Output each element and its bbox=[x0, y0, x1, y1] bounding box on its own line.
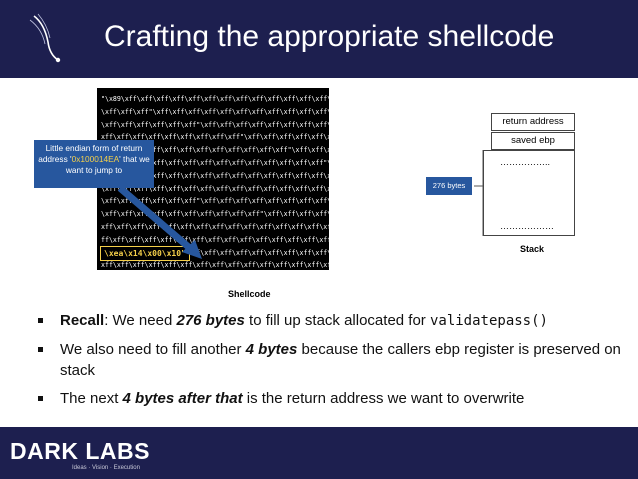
shellcode-line: \xff\xff\xff\xff\xff\xff\xff\xff\xff\xff… bbox=[101, 210, 329, 219]
bullet-ebp-text: We also need to fill another bbox=[60, 341, 246, 358]
bullet-ebp-emphasis: 4 bytes bbox=[245, 341, 298, 358]
shellcode-line: xff\xff\xff\xff\xff\xff\xff\xff\xff"\xff… bbox=[101, 133, 329, 142]
slide-title: Crafting the appropriate shellcode bbox=[104, 20, 555, 53]
stack-return-address: return address bbox=[491, 113, 575, 131]
shellcode-line: xff\xff\xff\xff\xff\xff\xff\xff\xff\xff\… bbox=[101, 222, 329, 231]
return-address-callout: Little endian form of return address '0x… bbox=[34, 140, 154, 188]
buffer-size-label: 276 bytes bbox=[426, 177, 472, 195]
return-address-highlight: \xea\x14\x00\x10" bbox=[100, 246, 190, 261]
shellcode-line: \xff\xff\xff\xff\xff\xff\xff\xff\xff\xff… bbox=[101, 184, 329, 193]
bullet-recall-lead: Recall bbox=[60, 312, 105, 329]
shellcode-line: f\xff\xff\xff\xff\xff\xff\xff\xff\xff\xf… bbox=[101, 248, 329, 257]
bullet-return-text-2: is the return address we want to overwri… bbox=[242, 390, 525, 407]
bullet-recall-code: validatepass() bbox=[429, 313, 548, 329]
bullet-return-text: The next bbox=[60, 390, 123, 407]
shellcode-line: "\x89\xff\xff\xff\xff\xff\xff\xff\xff\xf… bbox=[101, 95, 329, 103]
slide-header bbox=[0, 0, 638, 78]
bullet-list: Recall: We need 276 bytes to fill up sta… bbox=[34, 310, 624, 416]
shellcode-line: \xff\xff\xff"\xff\xff\xff\xff\xff\xff\xf… bbox=[101, 107, 329, 116]
bullet-return-emphasis: 4 bytes after that bbox=[122, 390, 243, 407]
shellcode-line: \xff\xff\xff\xff\xff\xff\xff\xff\xff\xff… bbox=[101, 171, 329, 180]
slide-footer bbox=[0, 427, 638, 479]
shellcode-line: ff\xff\xff\xff\xff\xff\xff\xff\xff\xff\x… bbox=[101, 235, 329, 244]
stack-buffer bbox=[483, 150, 575, 236]
bullet-recall: Recall: We need 276 bytes to fill up sta… bbox=[34, 310, 624, 332]
stack-caption: Stack bbox=[520, 244, 545, 254]
callout-text-before: Little endian form of return address ' bbox=[38, 143, 143, 164]
footer-tagline: Ideas · Vision · Execution bbox=[72, 465, 140, 471]
shellcode-line: \xff\xff\xff\xff\xff\xff"\xff\xff\xff\xf… bbox=[101, 197, 329, 206]
dark-labs-logo: DARK LABS bbox=[10, 438, 150, 464]
shellcode-line: xff\xff\xff\xff\xff\xff\xff\xff\xff\xff\… bbox=[101, 146, 329, 155]
bullet-recall-emphasis: 276 bytes bbox=[176, 312, 245, 329]
shellcode-line: \xff\xff\xff\xff\xff\xff\xff\xff\xff\xff… bbox=[101, 158, 329, 167]
stack-dots-bottom: ……………… bbox=[500, 221, 554, 231]
bullet-return: The next 4 bytes after that is the retur… bbox=[34, 388, 624, 409]
bullet-recall-text: : We need bbox=[104, 312, 177, 329]
shellcode-line: \xff\xff\xff\xff\xff\xff"\xff\xff\xff\xf… bbox=[101, 120, 329, 129]
comet-logo-icon bbox=[29, 13, 61, 63]
callout-text-after: ' that we want to jump to bbox=[65, 154, 150, 175]
bullet-ebp-text-2: because the callers ebp register is pres… bbox=[60, 341, 621, 379]
bullet-ebp: We also need to fill another 4 bytes bec… bbox=[34, 339, 624, 381]
callout-address: 0x100014EA bbox=[71, 154, 120, 164]
shellcode-caption: Shellcode bbox=[228, 289, 271, 299]
stack-saved-ebp: saved ebp bbox=[491, 132, 575, 150]
bullet-recall-text-2: to fill up stack allocated for bbox=[244, 312, 430, 329]
stack-dots-top: …………….. bbox=[500, 157, 551, 167]
shellcode-line: xff\xff\xff\xff\xff\xff\xff\xff\xff\xff\… bbox=[101, 261, 329, 270]
